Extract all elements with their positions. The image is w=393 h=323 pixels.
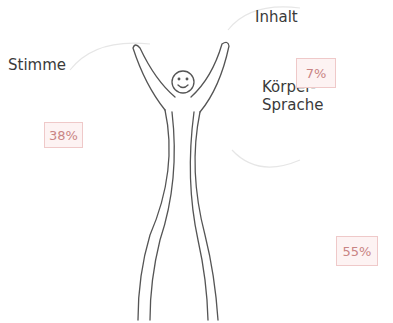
category-label: Inhalt (255, 8, 335, 26)
percentage-value: 38% (49, 128, 78, 143)
percentage-value: 55% (343, 244, 372, 259)
body-left (138, 110, 169, 320)
smile (178, 85, 188, 88)
faint-circle (70, 43, 150, 70)
body-inner-left (150, 112, 174, 320)
head (172, 71, 194, 93)
right-arm (191, 42, 229, 112)
percentage-box: 38% (44, 122, 83, 148)
category-label: Stimme (8, 56, 98, 74)
percentage-box: 7% (296, 58, 336, 88)
percentage-box: 55% (336, 236, 378, 266)
faint-circle (232, 150, 300, 167)
percentage-value: 7% (306, 66, 327, 81)
body-inner-right (190, 112, 208, 320)
left-arm (133, 45, 175, 110)
